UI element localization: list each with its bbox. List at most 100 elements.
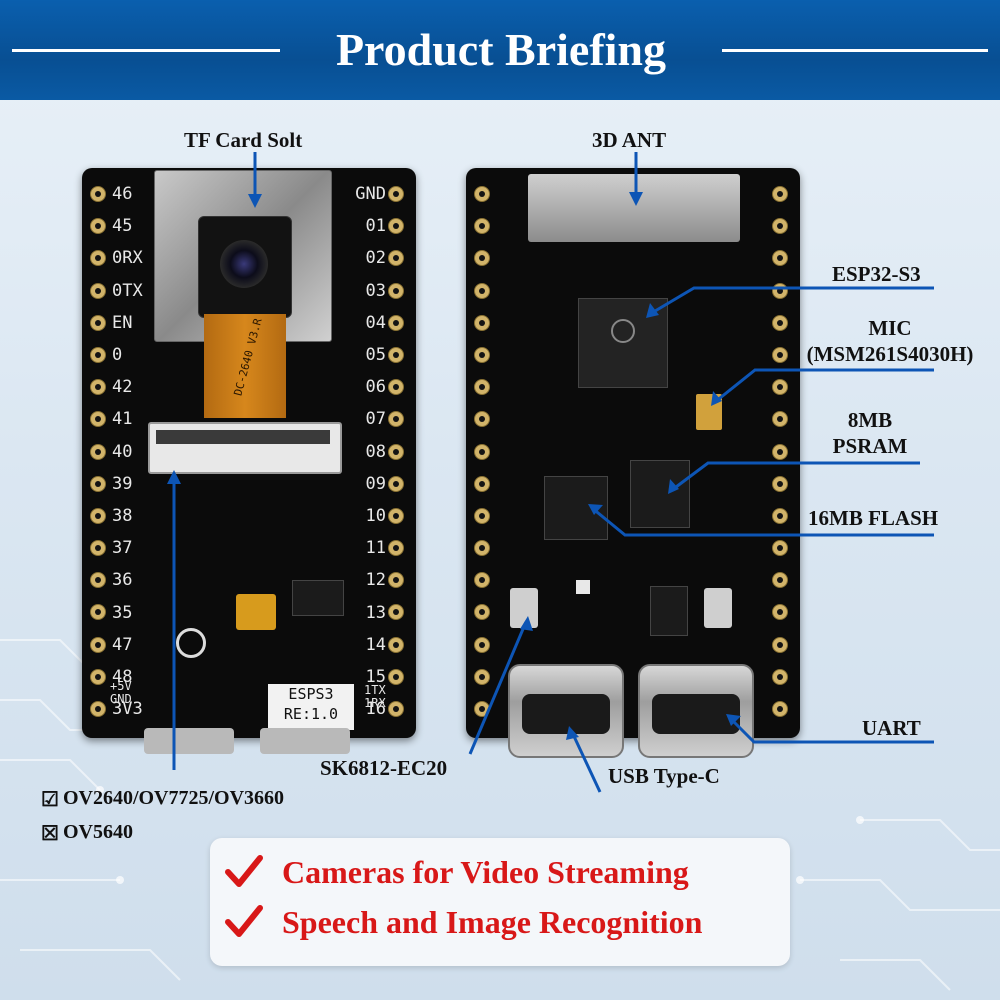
header-pin — [90, 636, 106, 653]
header-pin — [388, 186, 404, 202]
header-pin — [388, 604, 404, 621]
header-pin — [474, 218, 490, 235]
header-pin — [772, 250, 788, 267]
header-pin — [90, 604, 106, 621]
checked-box-icon: ☑ — [41, 789, 59, 811]
usb-label: USB Type-C — [608, 764, 720, 788]
header-pin — [474, 540, 490, 557]
header-pin — [388, 346, 404, 363]
pin-label: 42 — [112, 377, 133, 398]
header-pin — [90, 282, 106, 299]
header-pin — [474, 507, 490, 524]
header-pin — [388, 668, 404, 685]
header-pin — [474, 475, 490, 492]
header-pin — [772, 572, 788, 589]
header-pin — [474, 250, 490, 267]
pin-label: 02 — [365, 248, 386, 269]
header-pin — [388, 250, 404, 267]
pin-label: 41 — [112, 409, 133, 430]
header-pin — [772, 604, 788, 621]
pin-label: 3V3 — [112, 699, 143, 720]
pin-label: EN — [112, 312, 133, 333]
pin-label: 47 — [112, 634, 133, 655]
esp32-s3-chip — [578, 298, 668, 388]
pin-label: 03 — [365, 280, 386, 301]
antenna-label: 3D ANT — [592, 128, 667, 152]
header-pin — [474, 604, 490, 621]
header-rule-left — [12, 49, 280, 52]
pin-label: 38 — [112, 506, 133, 526]
button-sw1 — [510, 588, 538, 628]
header-pin — [388, 507, 404, 524]
header-banner: Product Briefing — [0, 0, 1000, 100]
fpc-slot — [156, 430, 330, 444]
header-pin — [388, 282, 404, 299]
pin-label: 37 — [112, 538, 133, 559]
header-pin — [90, 475, 106, 492]
uart-label: UART — [862, 716, 921, 740]
camera-flex-cable — [204, 314, 286, 418]
feature-text: Cameras for Video Streaming — [282, 854, 689, 890]
header-pin — [90, 507, 106, 524]
usb-uart-chip — [650, 586, 688, 636]
camera-option-text: OV5640 — [62, 821, 133, 843]
espressif-logo-icon — [611, 319, 635, 343]
pin-label: 04 — [365, 312, 386, 333]
back-right-pin-header — [772, 186, 790, 733]
features-panel: Cameras for Video Streaming Speech and I… — [210, 838, 790, 966]
pin-label: 46 — [112, 184, 133, 204]
psram-chip — [630, 460, 690, 528]
pin-label: 09 — [365, 473, 386, 494]
header-pin — [388, 218, 404, 235]
header-pin — [388, 540, 404, 557]
header-pin — [388, 636, 404, 653]
pin-label: 14 — [365, 634, 386, 655]
pin-label: 40 — [112, 441, 133, 462]
flash-chip — [544, 476, 608, 540]
usb-stub-left-2 — [260, 728, 350, 754]
header-pin — [772, 540, 788, 557]
mic-label-line2: (MSM261S4030H) — [806, 342, 974, 366]
pin-label: 16 — [365, 699, 386, 720]
header-pin — [474, 314, 490, 331]
header-pin — [772, 346, 788, 363]
header-pin — [772, 475, 788, 492]
pin-label: 11 — [365, 538, 386, 559]
header-pin — [772, 636, 788, 653]
checkmark-icon — [225, 905, 263, 937]
header-pin — [90, 218, 106, 235]
header-pin — [772, 379, 788, 396]
pin-label: 35 — [112, 602, 133, 623]
header-pin — [388, 443, 404, 460]
header-pin — [474, 701, 490, 717]
pin-label: 45 — [112, 216, 133, 237]
header-pin — [772, 507, 788, 524]
page-title: Product Briefing — [335, 24, 667, 75]
esp32-label: ESP32-S3 — [832, 262, 921, 286]
header-pin — [772, 218, 788, 235]
header-pin — [388, 314, 404, 331]
header-pin — [90, 443, 106, 460]
header-pin — [388, 411, 404, 428]
header-pin — [90, 701, 106, 717]
power-label: +5V GND — [110, 679, 132, 706]
button-sw2 — [704, 588, 732, 628]
model-line-2: RE:1.0 — [283, 705, 339, 723]
model-box: ESPS3 RE:1.0 — [268, 684, 354, 730]
header-pin — [90, 250, 106, 267]
model-line-1: ESPS3 — [288, 685, 334, 703]
header-pin — [772, 186, 788, 202]
flash-label: 16MB FLASH — [808, 506, 939, 530]
pin-label: 07 — [365, 409, 386, 430]
camera-option-text: OV2640/OV7725/OV3660 — [62, 787, 285, 809]
header-pin — [90, 540, 106, 557]
back-left-pin-header — [474, 186, 492, 733]
usb-stub-left-1 — [144, 728, 234, 754]
left-pin-header — [90, 186, 108, 733]
pin-label: 08 — [365, 441, 386, 462]
pin-label: 36 — [112, 570, 133, 591]
txrx-label: 1TX 1RX — [364, 683, 386, 710]
pin-label: 06 — [365, 377, 386, 398]
psram-label-line2: PSRAM — [832, 434, 908, 458]
